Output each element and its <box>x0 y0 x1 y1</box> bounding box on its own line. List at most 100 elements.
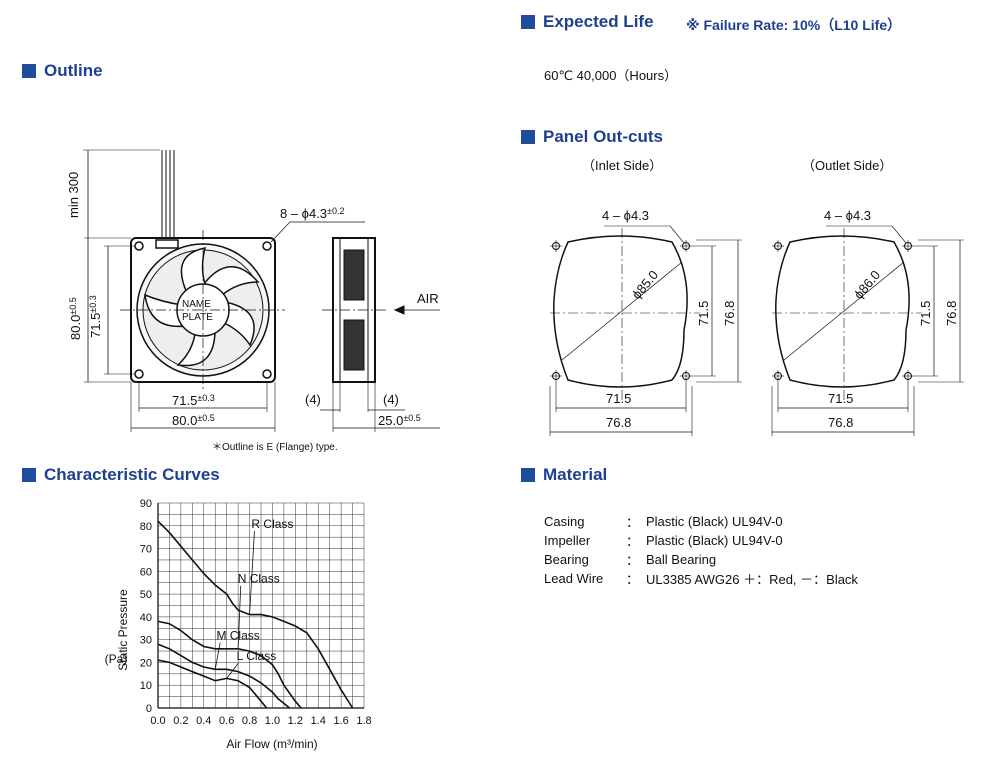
chart-series-labels: R Class N Class M Class L Class <box>214 517 293 679</box>
outline-drawing: min 300 80.0±0.5 71.5±0.3 8 – ϕ4.3±0.2 N… <box>66 149 440 453</box>
x-tick-label: 1.4 <box>311 715 326 727</box>
outline-header: Outline <box>22 61 103 81</box>
series-l-class <box>157 659 268 709</box>
side-blade-bottom <box>343 319 365 371</box>
air-label: AIR <box>417 291 439 306</box>
series-label-leader <box>214 642 221 670</box>
x-tick-label: 1.8 <box>356 715 371 727</box>
characteristic-curves-title: Characteristic Curves <box>44 465 220 484</box>
series-label-leader <box>237 585 242 649</box>
series-label: R Class <box>251 517 293 531</box>
series-label: M Class <box>216 629 259 643</box>
x-tick-label: 0.8 <box>242 715 257 727</box>
series-label-leader <box>226 662 239 679</box>
lead-length-label: min 300 <box>66 172 81 218</box>
y-tick-label: 30 <box>140 635 152 647</box>
pitch-width-value: 71.5 <box>172 393 197 408</box>
chart-grid <box>157 502 365 709</box>
inlet-pitch-v-label: 71.5 <box>696 301 711 326</box>
flange-right-label: (4) <box>383 392 399 407</box>
material-value: Ball Bearing <box>646 552 717 567</box>
y-axis-label: Static Pressure <box>116 589 130 671</box>
side-blade-top <box>343 249 365 301</box>
header-square-icon <box>521 15 535 29</box>
inlet-holes-label: 4 – ϕ4.3 <box>602 208 649 223</box>
expected-life-title: Expected Life <box>543 12 654 31</box>
pitch-height-tol: ±0.3 <box>88 295 98 312</box>
outlet-side-label: （Outlet Side） <box>802 158 892 173</box>
expected-life-header: Expected Life <box>521 12 654 32</box>
material-header: Material <box>521 465 607 485</box>
pitch-width-label: 71.5±0.3 <box>172 393 215 408</box>
flange-left-label: (4) <box>305 392 321 407</box>
material-key: Bearing <box>544 552 589 567</box>
material-sep: ： <box>626 515 640 530</box>
inlet-cutout <box>549 225 742 436</box>
x-tick-label: 0.2 <box>173 715 188 727</box>
outer-height-label: 80.0±0.5 <box>68 297 83 340</box>
y-tick-label: 0 <box>146 703 152 715</box>
material-row: Impeller ： Plastic (Black) UL94V-0 <box>544 531 858 550</box>
material-sep: ： <box>626 553 640 568</box>
x-tick-label: 0.0 <box>150 715 165 727</box>
material-sep: ： <box>626 534 640 549</box>
outlet-cutout <box>771 225 964 436</box>
depth-label: 25.0±0.5 <box>378 413 421 428</box>
material-title: Material <box>543 465 608 484</box>
x-tick-label: 0.4 <box>196 715 211 727</box>
depth-tol: ±0.5 <box>403 413 420 423</box>
nameplate-line2: PLATE <box>182 312 213 323</box>
outlet-outer-v-label: 76.8 <box>944 301 959 326</box>
series-label: N Class <box>238 572 280 586</box>
material-row: Casing ： Plastic (Black) UL94V-0 <box>544 512 858 531</box>
inlet-pitch-h-label: 71.5 <box>606 391 631 406</box>
y-tick-label: 40 <box>140 612 152 624</box>
series-label: L Class <box>237 649 277 663</box>
pitch-height-label: 71.5±0.3 <box>88 295 103 338</box>
material-key: Impeller <box>544 533 591 548</box>
outer-width-label: 80.0±0.5 <box>172 413 215 428</box>
outline-title: Outline <box>44 61 103 80</box>
series-n-class <box>157 620 302 709</box>
series-label-leader <box>249 531 255 615</box>
material-row: Bearing ： Ball Bearing <box>544 550 858 569</box>
outer-width-value: 80.0 <box>172 413 197 428</box>
outlet-pitch-h-label: 71.5 <box>828 391 853 406</box>
life-value: 60℃ 40,000（Hours） <box>544 68 678 83</box>
panel-outcuts-drawing: （Inlet Side） 4 – ϕ4.3 ϕ85.0 71.5 76.8 71… <box>549 158 964 436</box>
y-tick-label: 80 <box>140 521 152 533</box>
y-tick-label: 60 <box>140 566 152 578</box>
x-axis-label: Air Flow (m³/min) <box>226 737 317 751</box>
holes-tol: ±0.2 <box>327 206 344 216</box>
outer-height-tol: ±0.5 <box>68 297 78 314</box>
panel-outcuts-header: Panel Out-cuts <box>521 127 663 147</box>
x-tick-label: 1.0 <box>265 715 280 727</box>
outline-footnote: ＊Outline is E (Flange) type. <box>212 442 338 453</box>
header-square-icon <box>22 468 36 482</box>
material-key: Casing <box>544 514 585 529</box>
nameplate-line1: NAME <box>182 299 211 310</box>
outlet-outer-h-label: 76.8 <box>828 415 853 430</box>
material-value: Plastic (Black) UL94V-0 <box>646 514 783 529</box>
material-row: Lead Wire：UL3385 AWG26 ＋：Red, －：Black <box>544 569 858 588</box>
failure-rate-note: ※ Failure Rate: 10%（L10 Life） <box>686 17 902 33</box>
outer-width-tol: ±0.5 <box>197 413 214 423</box>
characteristic-curves-header: Characteristic Curves <box>22 465 220 485</box>
y-tick-label: 50 <box>140 589 152 601</box>
material-value: Plastic (Black) UL94V-0 <box>646 533 783 548</box>
outlet-holes-label: 4 – ϕ4.3 <box>824 208 871 223</box>
outlet-pitch-v-label: 71.5 <box>918 301 933 326</box>
y-tick-label: 20 <box>140 657 152 669</box>
material-key: Lead Wire <box>544 571 604 586</box>
holes-label: 8 – ϕ4.3±0.2 <box>280 206 345 221</box>
header-square-icon <box>22 64 36 78</box>
x-tick-label: 1.2 <box>288 715 303 727</box>
y-tick-label: 70 <box>140 544 152 556</box>
material-value: UL3385 AWG26 ＋：Red, －：Black <box>646 572 858 587</box>
header-square-icon <box>521 468 535 482</box>
inlet-outer-h-label: 76.8 <box>606 415 631 430</box>
pitch-width-tol: ±0.3 <box>197 393 214 403</box>
header-square-icon <box>521 130 535 144</box>
